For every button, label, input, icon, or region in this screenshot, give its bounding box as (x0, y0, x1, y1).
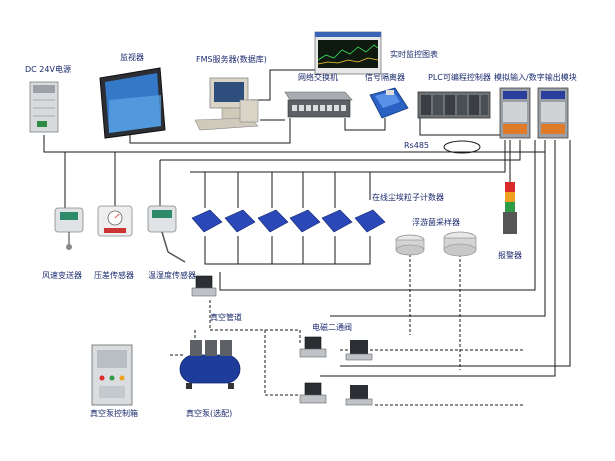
bio-sampler-label: 浮游菌采样器 (412, 217, 460, 227)
dc-power-supply (29, 81, 59, 133)
vacuum-control-cabinet (91, 344, 133, 406)
signal-isolator-label: 信号隔离器 (365, 72, 405, 82)
vacuum-cabinet-label: 真空泵控制箱 (90, 408, 138, 418)
fms-server-label: FMS服务器(数据库) (196, 54, 267, 64)
alarm-label: 报警器 (498, 250, 522, 260)
alarm-tower (503, 182, 517, 234)
dc-power-label: DC 24V电源 (25, 64, 71, 74)
valve-top-wire (330, 152, 546, 317)
pressure-sensor (97, 205, 133, 237)
particle-counter-label: 在线尘埃粒子计数器 (372, 192, 444, 202)
monitor-wire (129, 118, 291, 144)
realtime-chart-label: 实时监控图表 (390, 49, 438, 59)
bio-samplers (395, 231, 477, 257)
fms-server (194, 77, 259, 131)
vacuum-pump-label: 真空泵(选配) (186, 408, 232, 418)
vacuum-pump (179, 340, 241, 389)
temp-humidity-sensor (147, 205, 186, 263)
solenoid-valve-2 (299, 382, 373, 406)
plc-label: PLC可编程控制器 (428, 72, 491, 82)
wind-transmitter (54, 207, 84, 250)
wind-transmitter-label: 风速变送器 (42, 270, 82, 280)
valve-wire (219, 140, 536, 291)
io-modules (499, 87, 569, 139)
solenoid-valve-label: 电磁二通阀 (312, 322, 352, 332)
vacuum-pipe-label: 真空管道 (210, 312, 242, 322)
io-module-label: 模拟输入/数字输出模块 (494, 72, 577, 82)
solenoid-valve-1 (299, 336, 373, 361)
network-switch-label: 网络交换机 (298, 72, 338, 82)
rs485-loop (443, 140, 481, 154)
monitor-label: 监视器 (120, 52, 144, 62)
temp-humidity-label: 温湿度传感器 (148, 270, 196, 280)
particle-counters (191, 209, 386, 233)
signal-isolator (369, 87, 409, 119)
realtime-chart-window (314, 31, 382, 75)
wires (43, 69, 571, 377)
plc-controller (417, 91, 491, 119)
rs485-label: Rs485 (404, 141, 429, 150)
right-wire-1 (320, 140, 556, 377)
counter-header-wire (190, 171, 371, 200)
pressure-sensor-label: 压差传感器 (94, 270, 134, 280)
bus-second-wire (160, 140, 521, 161)
monitor (99, 67, 166, 139)
chart-wire (250, 69, 315, 101)
counter-bottom-wire (204, 236, 371, 265)
vacuum-pipes (170, 254, 525, 406)
bus-top-wire (43, 135, 546, 153)
network-switch (284, 91, 353, 118)
counter-to-plc-wire (370, 140, 506, 173)
solenoid-valve-main (191, 275, 217, 297)
